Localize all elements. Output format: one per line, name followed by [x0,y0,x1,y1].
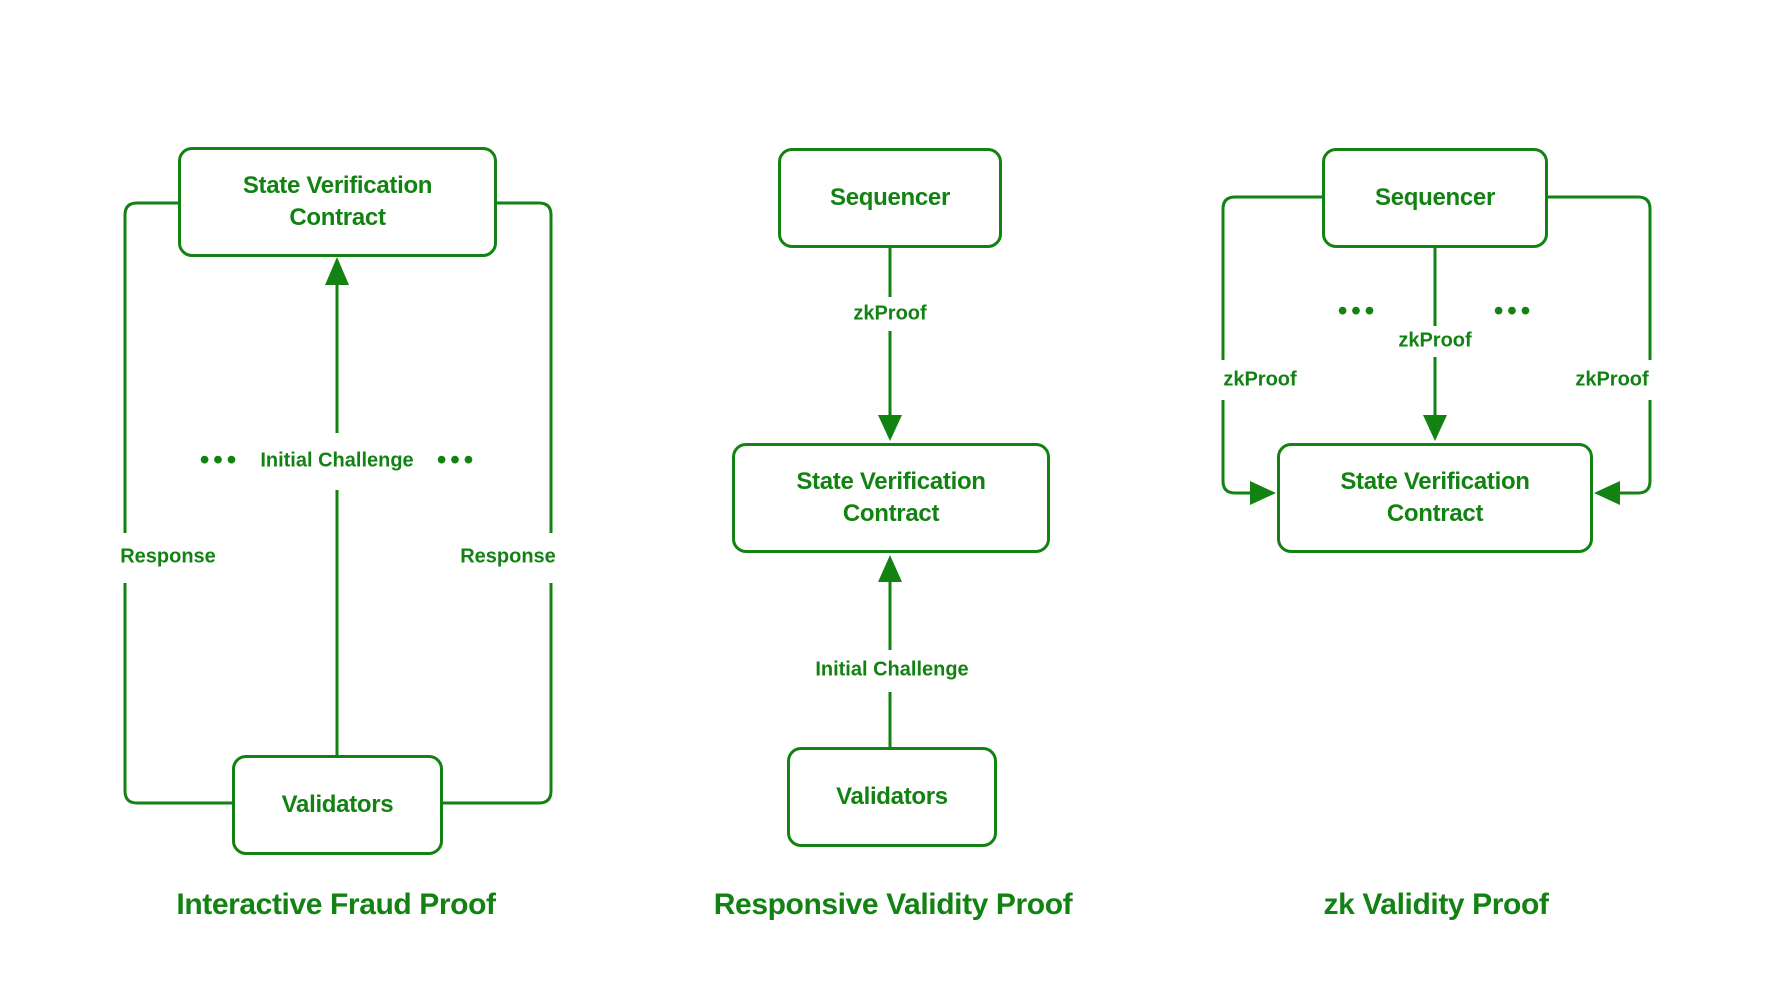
zkproof-label-right: zkProof [1566,365,1658,395]
zk-sequencer-box: Sequencer [1322,148,1548,248]
zk-right-zkproof-arrow [1548,195,1652,505]
zk-center-zkproof-arrow [1423,248,1447,441]
node-label: State Verification Contract [242,171,433,231]
initial-challenge-label: Initial Challenge [251,446,423,476]
responsive-state-verification-contract-box: State Verification Contract [732,443,1050,553]
arrow-right-icon [1250,481,1276,505]
node-label: Sequencer [1374,183,1496,211]
fraud-proof-state-verification-contract-box: State Verification Contract [178,147,497,257]
arrow-down-icon [878,415,902,441]
initial-challenge-label: Initial Challenge [806,655,978,685]
responsive-challenge-arrow [878,555,902,747]
zkproof-label-center: zkProof [1389,326,1481,356]
ellipsis-dots: ••• [1337,295,1379,326]
fraud-proof-validators-box: Validators [232,755,443,855]
response-label-left: Response [111,542,225,572]
node-label: Validators [281,790,394,818]
arrow-up-icon [878,555,902,582]
ellipsis-dots: ••• [1493,295,1535,326]
fraud-proof-response-loop-left [123,201,232,805]
arrow-up-icon [325,257,349,285]
fraud-proof-challenge-arrow [325,257,349,755]
ellipsis-dots: ••• [199,444,241,475]
response-label-right: Response [451,542,565,572]
ellipsis-dots: ••• [436,444,478,475]
responsive-validators-box: Validators [787,747,997,847]
node-label: State Verification Contract [1340,467,1530,527]
fraud-proof-response-loop-right [443,201,553,805]
responsive-sequencer-box: Sequencer [778,148,1002,248]
zk-left-zkproof-arrow [1221,195,1322,505]
arrow-down-icon [1423,415,1447,441]
zk-state-verification-contract-box: State Verification Contract [1277,443,1593,553]
zkproof-label-left: zkProof [1214,365,1306,395]
zkproof-label: zkProof [844,299,936,329]
diagram-title-zk-validity-proof: zk Validity Proof [1323,888,1549,921]
node-label: Sequencer [829,183,951,211]
diagram-title-interactive-fraud-proof: Interactive Fraud Proof [176,888,496,921]
node-label: Validators [836,782,948,810]
arrow-left-icon [1594,481,1620,505]
diagram-title-responsive-validity-proof: Responsive Validity Proof [713,888,1073,921]
responsive-zkproof-arrow [878,248,902,441]
node-label: State Verification Contract [796,467,986,527]
